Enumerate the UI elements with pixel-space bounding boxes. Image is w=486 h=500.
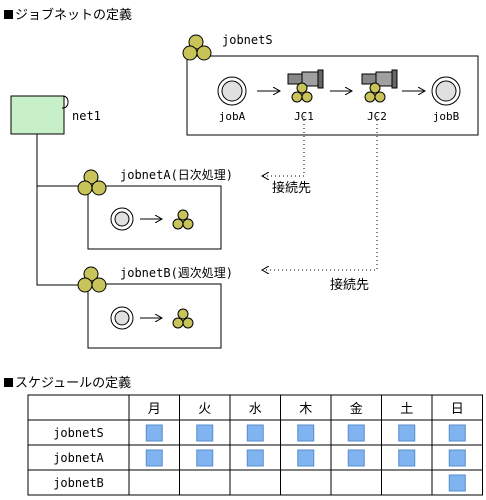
schedule-day-header: 水	[249, 402, 262, 417]
jobnetS-node[interactable]: jobnetS jobA JC1 JC2 jobB	[182, 33, 479, 136]
schedule-mark[interactable]	[347, 449, 365, 467]
definition-section-title: ジョブネットの定義	[4, 4, 132, 23]
jobnetA-node[interactable]: jobnetA(日次処理)	[77, 168, 233, 250]
jc2-icon	[361, 69, 398, 103]
net1-branch-b-line	[36, 186, 80, 286]
schedule-day-header: 木	[299, 402, 312, 417]
square-bullet-icon	[4, 10, 13, 19]
definition-section-title-text: ジョブネットの定義	[15, 8, 133, 23]
net1-label: net1	[72, 109, 101, 123]
job-inner-icon	[114, 310, 130, 326]
jobB-label: jobB	[433, 110, 460, 123]
jobA-label: jobA	[219, 110, 246, 123]
jobnetB-box	[87, 283, 222, 349]
schedule-row-name: jobnetB	[53, 476, 104, 490]
jobnetS-label: jobnetS	[222, 33, 273, 47]
schedule-mark[interactable]	[196, 424, 214, 442]
connection-line-a	[262, 112, 305, 176]
schedule-mark[interactable]	[145, 449, 163, 467]
connection-label-a: 接続先	[272, 180, 311, 196]
schedule-mark[interactable]	[347, 424, 365, 442]
connection-label-b: 接続先	[330, 277, 369, 293]
job-inner-icon	[114, 211, 130, 227]
schedule-mark[interactable]	[145, 424, 163, 442]
jobnetA-box	[87, 185, 222, 250]
schedule-mark[interactable]	[297, 449, 315, 467]
schedule-section-title-text: スケジュールの定義	[15, 376, 132, 391]
net1-branch-a-line	[36, 134, 80, 187]
schedule-day-header: 日	[451, 402, 464, 417]
schedule-mark[interactable]	[448, 449, 466, 467]
schedule-mark[interactable]	[196, 449, 214, 467]
schedule-day-header: 土	[400, 402, 413, 417]
net1-fold-icon	[61, 95, 69, 109]
net1-box	[10, 95, 65, 135]
schedule-day-header: 金	[350, 401, 363, 417]
job-inner-icon	[435, 80, 457, 102]
schedule-day-header: 月	[148, 402, 161, 417]
square-bullet-icon	[4, 378, 13, 387]
jobnetB-label: jobnetB(週次処理)	[120, 266, 233, 280]
schedule-table: 月 火 水 木 金 土 日 jobnetS jobnetA jobnetB	[27, 394, 483, 496]
schedule-mark[interactable]	[398, 424, 416, 442]
schedule-mark[interactable]	[297, 424, 315, 442]
connection-line-b	[262, 112, 378, 270]
schedule-mark[interactable]	[246, 449, 264, 467]
schedule-row-name: jobnetS	[53, 426, 104, 440]
schedule-mark[interactable]	[398, 449, 416, 467]
jobnetB-node[interactable]: jobnetB(週次処理)	[77, 266, 233, 349]
jobnetA-label: jobnetA(日次処理)	[120, 168, 233, 182]
schedule-section-title: スケジュールの定義	[4, 372, 131, 391]
schedule-row-name: jobnetA	[53, 451, 104, 465]
schedule-mark[interactable]	[448, 424, 466, 442]
jc1-icon	[287, 69, 324, 103]
schedule-mark[interactable]	[448, 474, 466, 492]
job-inner-icon	[221, 80, 243, 102]
schedule-mark[interactable]	[246, 424, 264, 442]
schedule-day-header: 火	[198, 402, 211, 417]
net1-node[interactable]: net1	[10, 95, 101, 135]
